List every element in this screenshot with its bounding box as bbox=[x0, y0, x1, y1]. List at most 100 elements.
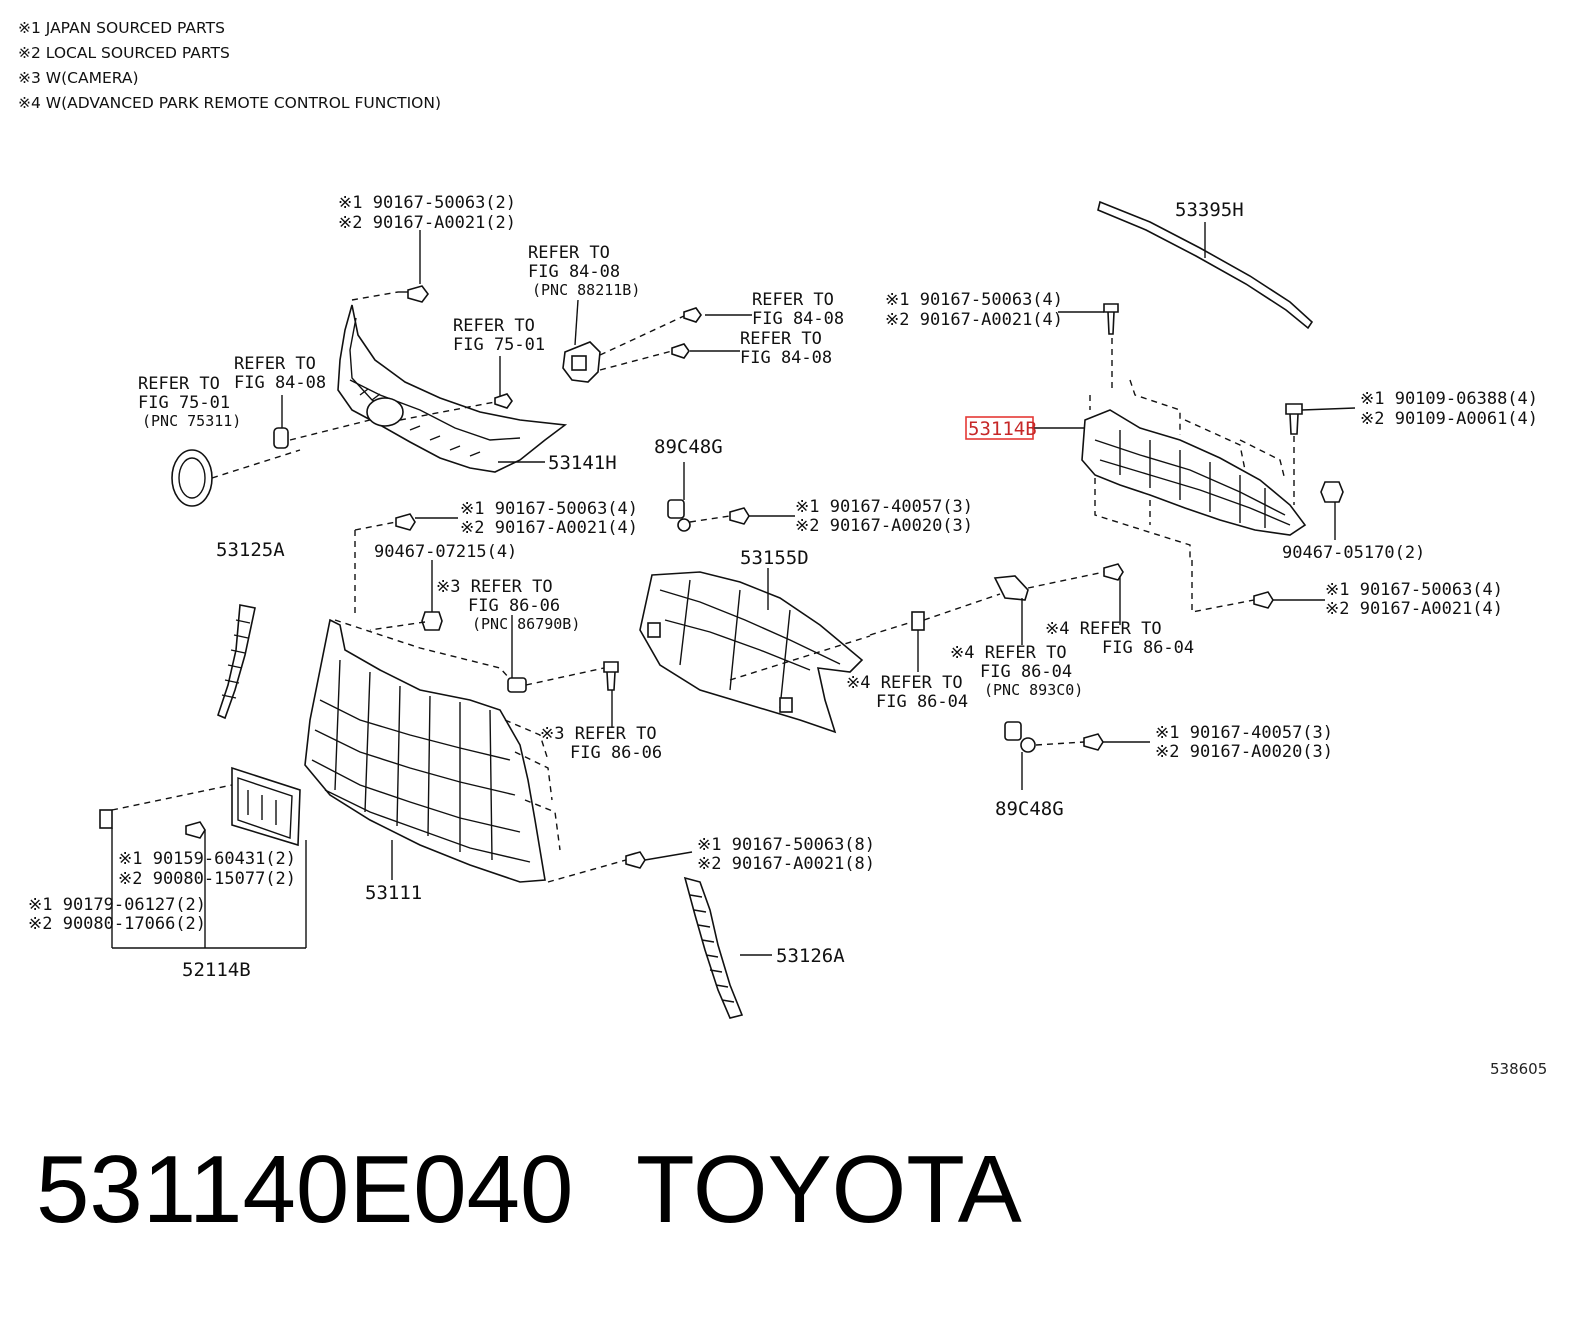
label-refer-8604-b-1[interactable]: ※4 REFER TO bbox=[950, 643, 1067, 663]
clip-refer-c-icon[interactable] bbox=[671, 343, 690, 359]
label-clip-top-1[interactable]: ※1 90167-50063(2) bbox=[338, 193, 516, 213]
label-screw-mid-1[interactable]: ※1 90167-40057(3) bbox=[795, 497, 973, 517]
label-bolt-right-1[interactable]: ※1 90109-06388(4) bbox=[1360, 389, 1538, 409]
seal-53395H-drawing[interactable] bbox=[1097, 200, 1314, 330]
bracket-53114B-drawing[interactable] bbox=[1081, 379, 1307, 560]
label-clip-right-a-1[interactable]: ※1 90167-50063(4) bbox=[885, 290, 1063, 310]
label-pnc-53155D[interactable]: 53155D bbox=[740, 547, 809, 569]
label-clip-90467-07215[interactable]: 90467-07215(4) bbox=[374, 542, 517, 562]
label-clip-top-2[interactable]: ※2 90167-A0021(2) bbox=[338, 213, 516, 233]
footer: 531140E040 TOYOTA bbox=[36, 1136, 1022, 1243]
footer-part-number: 531140E040 bbox=[36, 1136, 573, 1243]
clip-7501-icon[interactable] bbox=[494, 393, 513, 409]
grille-53111-drawing[interactable] bbox=[304, 618, 561, 883]
label-pnc-89C48G-bottom[interactable]: 89C48G bbox=[995, 798, 1064, 820]
label-refer-8604-b-2[interactable]: FIG 86-04 bbox=[980, 662, 1072, 682]
label-nut-plate-1[interactable]: ※1 90179-06127(2) bbox=[28, 895, 206, 915]
label-refer-7501-b-2[interactable]: FIG 75-01 bbox=[138, 393, 230, 413]
label-clip-mid-1[interactable]: ※1 90167-50063(4) bbox=[460, 499, 638, 519]
label-refer-8604-c-2[interactable]: FIG 86-04 bbox=[876, 692, 968, 712]
label-refer-8408-b-2[interactable]: FIG 84-08 bbox=[752, 309, 844, 329]
label-refer-8408-d-2[interactable]: FIG 84-08 bbox=[234, 373, 326, 393]
label-clip-low-2[interactable]: ※2 90167-A0021(8) bbox=[697, 854, 875, 874]
note-3: ※3 W(CAMERA) bbox=[18, 69, 139, 87]
label-refer-8606-b-1[interactable]: ※3 REFER TO bbox=[540, 724, 657, 744]
callout-labels: ※1 90167-50063(2) ※2 90167-A0021(2) REFE… bbox=[28, 193, 1547, 1078]
label-clip-right-a-2[interactable]: ※2 90167-A0021(4) bbox=[885, 310, 1063, 330]
emblem-drawing[interactable] bbox=[171, 449, 213, 507]
camera-connector-icon[interactable] bbox=[507, 677, 527, 693]
label-clip-low-1[interactable]: ※1 90167-50063(8) bbox=[697, 835, 875, 855]
label-refer-7501-a-2[interactable]: FIG 75-01 bbox=[453, 335, 545, 355]
sensor-89C48G-top-drawing[interactable] bbox=[667, 482, 691, 532]
label-refer-8408-a-1[interactable]: REFER TO bbox=[528, 243, 610, 263]
label-refer-8604-a-1[interactable]: ※4 REFER TO bbox=[1045, 619, 1162, 639]
label-refer-8604-a-2[interactable]: FIG 86-04 bbox=[1102, 638, 1194, 658]
bolt-53114-top-icon[interactable] bbox=[1103, 303, 1119, 335]
clip-90467-07215-icon[interactable] bbox=[421, 611, 443, 631]
label-clip-right-b-1[interactable]: ※1 90167-50063(4) bbox=[1325, 580, 1503, 600]
sensor-bracket-drawing[interactable] bbox=[911, 575, 1029, 631]
bracket-clip-drawing[interactable] bbox=[273, 427, 289, 449]
pnc-highlight-box bbox=[965, 416, 1034, 440]
label-refer-8606-a-3[interactable]: (PNC 86790B) bbox=[472, 615, 580, 633]
label-pnc-89C48G-top[interactable]: 89C48G bbox=[654, 436, 723, 458]
notes-legend: ※1 JAPAN SOURCED PARTS ※2 LOCAL SOURCED … bbox=[18, 19, 441, 112]
label-bolt-right-2[interactable]: ※2 90109-A0061(4) bbox=[1360, 409, 1538, 429]
diagram-number: 538605 bbox=[1490, 1060, 1547, 1078]
label-refer-7501-b-3[interactable]: (PNC 75311) bbox=[142, 412, 241, 430]
label-refer-8408-b-1[interactable]: REFER TO bbox=[752, 290, 834, 310]
clip-refer-b-icon[interactable] bbox=[683, 307, 702, 323]
sensor-89C48G-bottom-drawing[interactable] bbox=[1004, 721, 1036, 790]
label-refer-8408-d-1[interactable]: REFER TO bbox=[234, 354, 316, 374]
clip-mid-icon[interactable] bbox=[395, 513, 416, 531]
label-refer-8408-a-2[interactable]: FIG 84-08 bbox=[528, 262, 620, 282]
screw-right-icon[interactable] bbox=[1083, 733, 1104, 751]
label-refer-8408-c-2[interactable]: FIG 84-08 bbox=[740, 348, 832, 368]
bolt-90109-icon[interactable] bbox=[1285, 403, 1303, 435]
clip-90467-05170-icon[interactable] bbox=[1320, 481, 1344, 503]
label-pnc-53395H[interactable]: 53395H bbox=[1175, 199, 1244, 221]
label-refer-8606-a-1[interactable]: ※3 REFER TO bbox=[436, 577, 553, 597]
label-refer-8606-b-2[interactable]: FIG 86-06 bbox=[570, 743, 662, 763]
label-clip-right-b-2[interactable]: ※2 90167-A0021(4) bbox=[1325, 599, 1503, 619]
clip-right-b-icon[interactable] bbox=[1253, 591, 1274, 609]
label-nut-plate-2[interactable]: ※2 90080-17066(2) bbox=[28, 914, 206, 934]
label-pnc-53125A[interactable]: 53125A bbox=[216, 539, 285, 561]
label-refer-8604-c-1[interactable]: ※4 REFER TO bbox=[846, 673, 963, 693]
label-pnc-53111[interactable]: 53111 bbox=[365, 882, 422, 904]
note-1: ※1 JAPAN SOURCED PARTS bbox=[18, 19, 225, 37]
label-pnc-53114B[interactable]: 53114B bbox=[968, 418, 1037, 440]
note-4: ※4 W(ADVANCED PARK REMOTE CONTROL FUNCTI… bbox=[18, 94, 441, 112]
label-pnc-52114B[interactable]: 52114B bbox=[182, 959, 251, 981]
label-screw-right-2[interactable]: ※2 90167-A0020(3) bbox=[1155, 742, 1333, 762]
clip-top-icon[interactable] bbox=[398, 285, 429, 303]
label-refer-7501-b-1[interactable]: REFER TO bbox=[138, 374, 220, 394]
strip-53125A-drawing[interactable] bbox=[217, 604, 256, 720]
label-refer-7501-a-1[interactable]: REFER TO bbox=[453, 316, 535, 336]
label-refer-8604-b-3[interactable]: (PNC 893C0) bbox=[984, 681, 1083, 699]
strip-53126A-drawing[interactable] bbox=[683, 876, 744, 1019]
molding-53141H-drawing[interactable] bbox=[337, 304, 568, 473]
label-screw-right-1[interactable]: ※1 90167-40057(3) bbox=[1155, 723, 1333, 743]
plate-bracket-52114B-drawing[interactable] bbox=[99, 766, 301, 847]
footer-brand: TOYOTA bbox=[636, 1136, 1022, 1243]
screw-mid-icon[interactable] bbox=[729, 507, 750, 525]
label-clip-90467-05170[interactable]: 90467-05170(2) bbox=[1282, 543, 1425, 563]
label-refer-8408-a-3[interactable]: (PNC 88211B) bbox=[532, 281, 640, 299]
label-clip-mid-2[interactable]: ※2 90167-A0021(4) bbox=[460, 518, 638, 538]
label-refer-8606-a-2[interactable]: FIG 86-06 bbox=[468, 596, 560, 616]
label-refer-8408-c-1[interactable]: REFER TO bbox=[740, 329, 822, 349]
note-2: ※2 LOCAL SOURCED PARTS bbox=[18, 44, 230, 62]
label-pnc-53141H[interactable]: 53141H bbox=[548, 452, 617, 474]
label-screw-mid-2[interactable]: ※2 90167-A0020(3) bbox=[795, 516, 973, 536]
sensor-88211B-drawing[interactable] bbox=[562, 341, 601, 383]
cover-53155D-drawing[interactable] bbox=[639, 571, 864, 734]
bolt-plate-icon[interactable] bbox=[185, 821, 206, 839]
label-pnc-53126A[interactable]: 53126A bbox=[776, 945, 845, 967]
label-bolt-plate-2[interactable]: ※2 90080-15077(2) bbox=[118, 869, 296, 889]
clip-low-icon[interactable] bbox=[625, 851, 646, 869]
clip-8606-icon[interactable] bbox=[603, 661, 619, 691]
label-bolt-plate-1[interactable]: ※1 90159-60431(2) bbox=[118, 849, 296, 869]
